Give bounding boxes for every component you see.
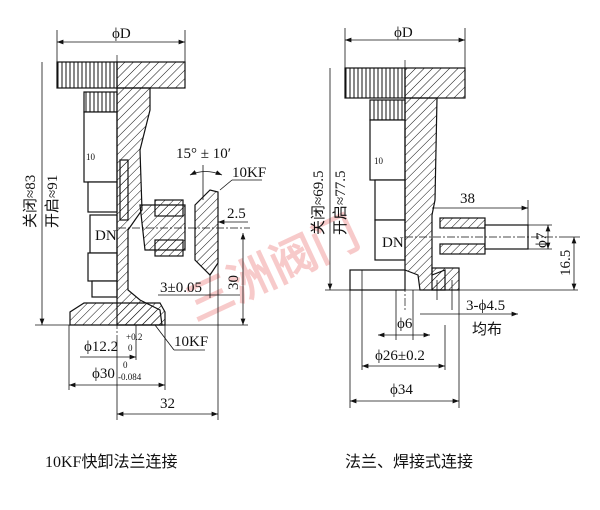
dn-label-right: DN: [382, 235, 404, 251]
flange-dia-label: ϕ30: [92, 366, 115, 382]
dn-label: DN: [95, 228, 117, 244]
open-height-label-right: 开启≈77.5: [332, 171, 349, 235]
holes-note-label: 均布: [472, 321, 502, 338]
left-view: ϕD 10 关闭≈83 开启≈91 15° ± 10′: [22, 26, 266, 471]
length-38-label: 38: [460, 191, 475, 207]
flange-dia-label-right: ϕ34: [390, 382, 413, 398]
holes-label: 3-ϕ4.5: [466, 298, 505, 314]
phi-d-label-right: ϕD: [394, 25, 413, 41]
gap-label: 2.5: [227, 206, 246, 222]
flange-tol-upper: 0: [123, 360, 128, 370]
closed-height-label-right: 关闭≈69.5: [310, 171, 327, 235]
height-16-5-label: 16.5: [558, 250, 574, 276]
bore-dia-label: ϕ12.2: [84, 339, 118, 355]
tube-dia-label: ϕ7: [534, 232, 550, 248]
height-30-label: 30: [226, 275, 242, 290]
bottom-flange-label: 10KF: [174, 334, 208, 350]
flange-tol-lower: -0.084: [118, 372, 142, 382]
right-caption: 法兰、焊接式连接: [345, 453, 473, 471]
right-view: ϕD 10 关闭≈69.5 开启≈77.5 DN 38 ϕ7 16.: [310, 25, 580, 471]
left-caption: 10KF快卸法兰连接: [45, 453, 177, 471]
phi-d-label: ϕD: [112, 26, 131, 42]
offset-label: 3±0.05: [160, 280, 202, 296]
side-flange-label: 10KF: [232, 165, 266, 181]
angle-label: 15° ± 10′: [176, 146, 231, 162]
closed-height-label: 关闭≈83: [22, 175, 39, 228]
bore-dia-label-right: ϕ6: [397, 316, 413, 332]
width-32-label: 32: [160, 396, 175, 412]
open-height-label: 开启≈91: [44, 175, 61, 228]
bore-tol-upper: +0.2: [126, 332, 142, 342]
bore-tol-lower: 0: [128, 343, 133, 353]
pcd-label: ϕ26±0.2: [375, 348, 425, 364]
svg-text:10: 10: [86, 152, 96, 162]
svg-text:10: 10: [374, 156, 384, 166]
